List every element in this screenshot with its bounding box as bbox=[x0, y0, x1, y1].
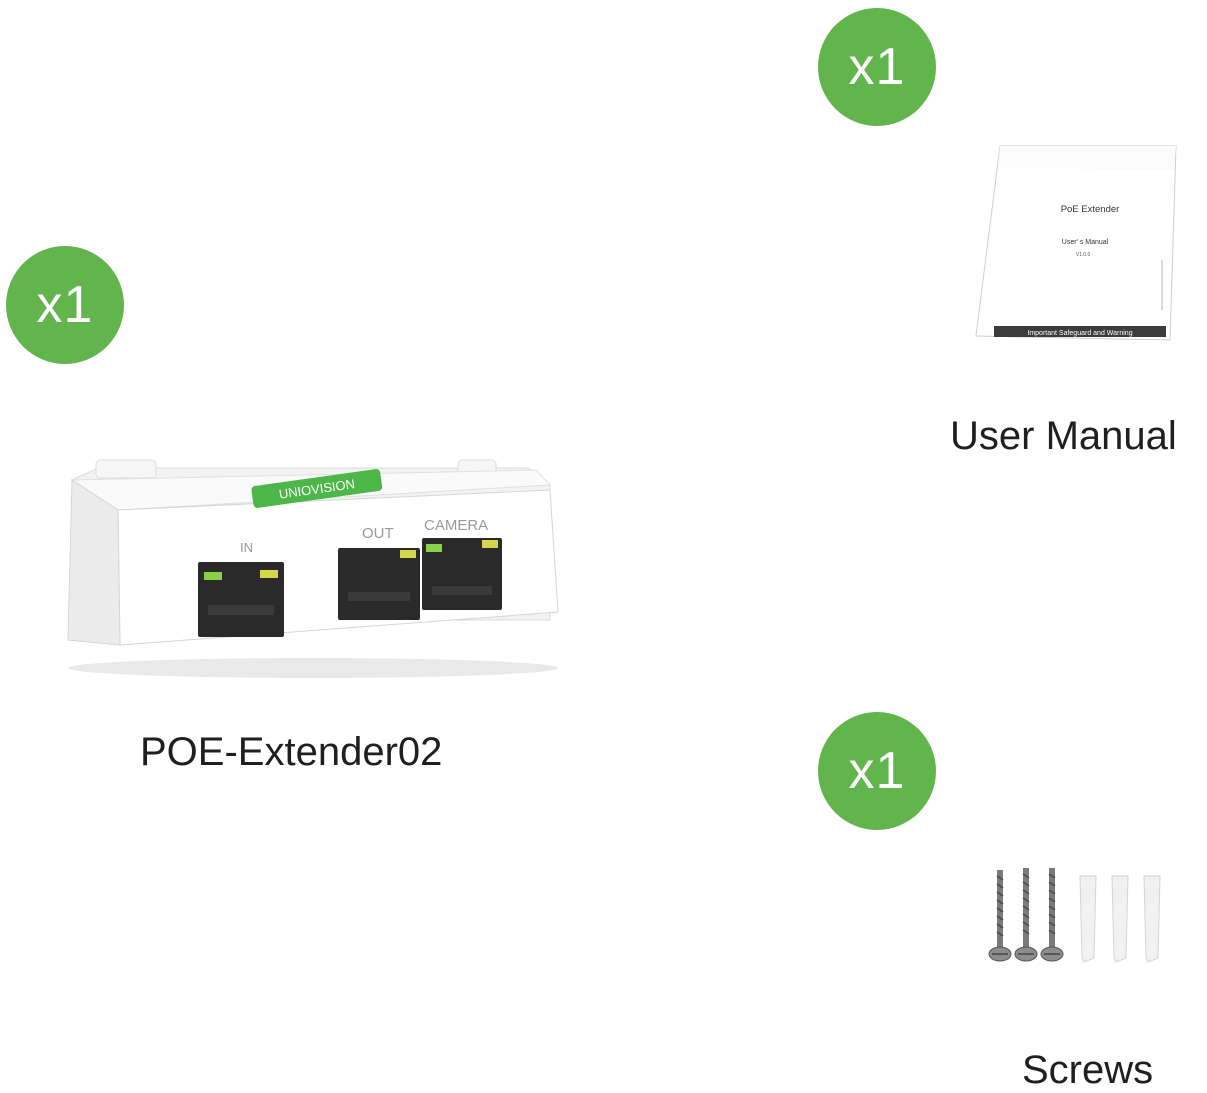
device-port-out-label: OUT bbox=[362, 525, 394, 542]
screw-icon bbox=[1040, 868, 1064, 962]
screws-label: Screws bbox=[1022, 1048, 1154, 1092]
user-manual-booklet-icon: PoE Extender User' s Manual V1.0.0 Impor… bbox=[970, 140, 1185, 345]
screw-icon bbox=[988, 870, 1012, 962]
manual-cover-version: V1.0.0 bbox=[1076, 252, 1091, 258]
manual-cover-title: PoE Extender bbox=[1061, 204, 1120, 215]
device-port-in-label: IN bbox=[240, 540, 253, 555]
manual-label: User Manual bbox=[950, 414, 1177, 458]
wall-anchor-icon bbox=[1111, 875, 1129, 963]
screw-icon bbox=[1014, 868, 1038, 962]
wall-anchor-icon bbox=[1079, 875, 1097, 963]
device-port-camera-label: CAMERA bbox=[424, 517, 488, 534]
manual-cover-footer: Important Safeguard and Warning bbox=[1027, 330, 1132, 337]
port-in bbox=[198, 562, 284, 637]
port-out bbox=[338, 548, 420, 620]
screws-and-anchors-icon bbox=[980, 862, 1180, 972]
quantity-badge-manual: x1 bbox=[818, 8, 936, 126]
device-label: POE-Extender02 bbox=[140, 730, 443, 774]
manual-cover-subtitle: User' s Manual bbox=[1062, 239, 1109, 246]
quantity-badge-screws: x1 bbox=[818, 712, 936, 830]
wall-anchor-icon bbox=[1143, 875, 1161, 963]
poe-extender-device-icon: UNIOVISION IN OUT CAMERA bbox=[58, 440, 568, 680]
quantity-badge-device: x1 bbox=[6, 246, 124, 364]
